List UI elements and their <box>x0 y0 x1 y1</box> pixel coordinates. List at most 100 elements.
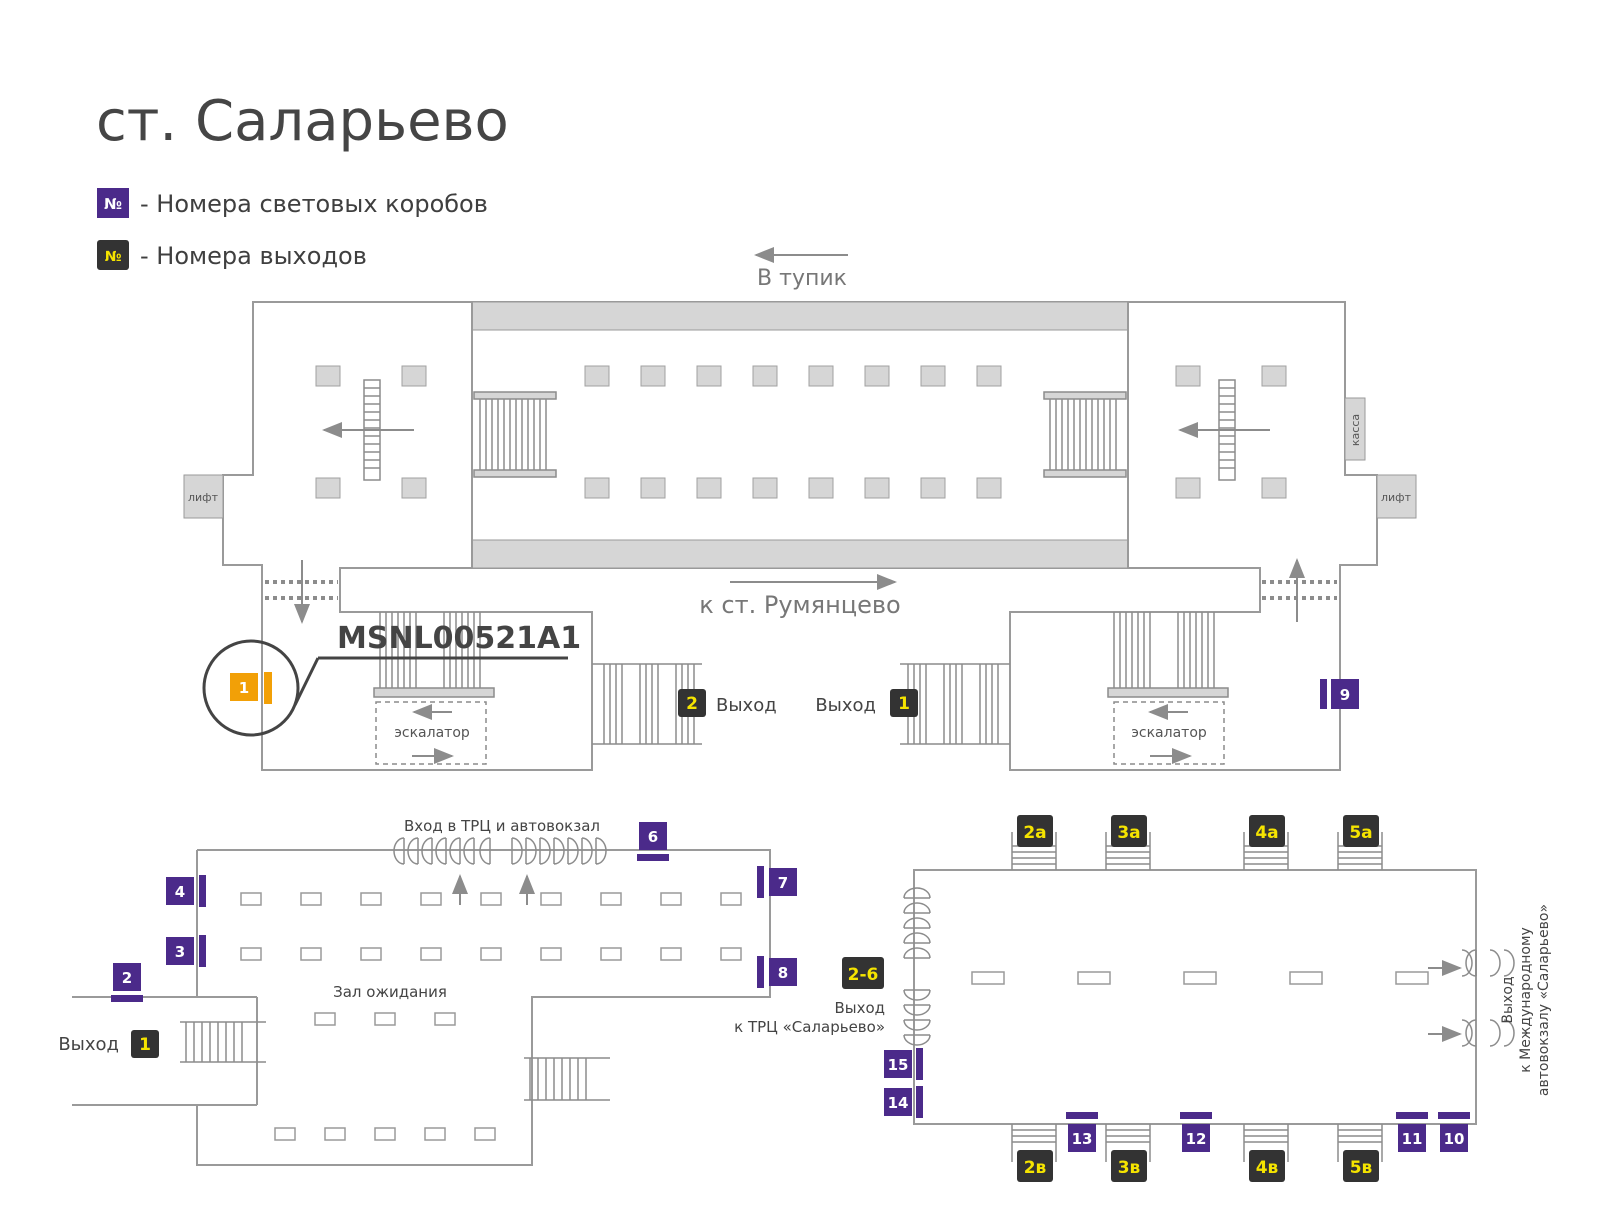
lightbox-6-number: 6 <box>648 828 658 846</box>
lightbox-15 <box>884 1050 912 1078</box>
doors-entrance <box>393 837 607 865</box>
exit-2v <box>1017 1150 1053 1182</box>
lightbox-14 <box>884 1088 912 1116</box>
exit-badge-1 <box>890 689 918 717</box>
lightbox-3-number: 3 <box>175 943 185 961</box>
lift-right <box>1376 474 1417 519</box>
exit-badge-2-number: 2 <box>686 694 698 714</box>
stairs-bottom <box>1011 1124 1383 1162</box>
lightbox-4 <box>166 877 194 905</box>
benches-right <box>971 971 1429 985</box>
lightbox-9-bar <box>1320 679 1327 709</box>
upper-hall: В тупик <box>183 247 1417 771</box>
exit-4a-number: 4а <box>1255 823 1278 843</box>
lightbox-13-number: 13 <box>1072 1130 1093 1148</box>
highlight-leader <box>293 657 320 706</box>
highlight-box <box>230 673 258 701</box>
lightbox-11 <box>1398 1124 1426 1152</box>
escalator-right-label: эскалатор <box>1131 725 1207 741</box>
legend-exit-label: - Номера выходов <box>140 242 367 270</box>
lightbox-11-number: 11 <box>1402 1130 1423 1148</box>
platform-top <box>471 301 1129 331</box>
lift-right-label: лифт <box>1381 491 1412 504</box>
exit-bus-line3: автовокзалу «Саларьево» <box>1536 904 1552 1096</box>
escalator-block-right <box>1107 612 1229 765</box>
cashier <box>1344 397 1366 461</box>
lightbox-10 <box>1440 1124 1468 1152</box>
exit-1-label: Выход <box>815 695 876 716</box>
lightbox-9 <box>1331 679 1359 709</box>
lift-left <box>183 474 224 519</box>
exit-bus-line2: к Международному <box>1518 927 1534 1073</box>
escalator-left <box>473 391 557 478</box>
lower-exit-1-label: Выход <box>58 1034 119 1055</box>
exit-2a <box>1017 815 1053 847</box>
legend-exit-symbol: № <box>105 249 122 265</box>
exit-2-6 <box>842 957 884 989</box>
waiting-hall-label: Зал ожидания <box>333 983 447 1001</box>
escalator-right <box>1043 391 1127 478</box>
lightbox-7-number: 7 <box>778 874 788 892</box>
cashier-label: касса <box>1349 414 1362 446</box>
dead-end-label: В тупик <box>757 266 847 291</box>
lower-right-outline <box>913 869 1477 1125</box>
exit-5v <box>1343 1150 1379 1182</box>
page-title: ст. Саларьево <box>96 89 509 154</box>
exit-3a-number: 3а <box>1117 823 1140 843</box>
lightbox-12-number: 12 <box>1186 1130 1207 1148</box>
escalator-block-left <box>373 612 495 765</box>
highlight-number: 1 <box>239 679 249 697</box>
lightbox-2-number: 2 <box>122 969 132 987</box>
lightbox-14-number: 14 <box>888 1094 909 1112</box>
exit-3v <box>1111 1150 1147 1182</box>
exit-5v-number: 5в <box>1350 1158 1373 1178</box>
lightbox-12 <box>1182 1124 1210 1152</box>
to-station-label: к ст. Румянцево <box>699 591 900 619</box>
doors-trc <box>903 887 931 1046</box>
legend-exit-swatch <box>97 240 129 270</box>
exit-4v <box>1249 1150 1285 1182</box>
highlight-box-bar <box>264 672 272 704</box>
exit-trc-line1: Выход <box>834 999 885 1017</box>
exit-2-6-number: 2-6 <box>848 965 879 985</box>
lightbox-13 <box>1068 1124 1096 1152</box>
lower-right-hall: 2а 3а 4а 5а 2в 3в 4в 5в 2-6 Выход к <box>734 815 1552 1182</box>
lightbox-10-number: 10 <box>1444 1130 1465 1148</box>
lightbox-8 <box>769 958 797 986</box>
doors-bus <box>1461 949 1515 1047</box>
columns-central <box>315 365 1287 499</box>
lightbox-7 <box>769 868 797 896</box>
passage-right <box>1262 580 1337 600</box>
exit-5a <box>1343 815 1379 847</box>
lightbox-8-number: 8 <box>778 964 788 982</box>
stairs-lower-middle <box>524 1057 610 1101</box>
benches-left <box>240 892 742 1141</box>
stairs-top <box>1011 832 1383 870</box>
exit-3v-number: 3в <box>1118 1158 1141 1178</box>
stairs-lower-exit-1 <box>180 1021 266 1063</box>
lightbox-3 <box>166 937 194 965</box>
exit-4a <box>1249 815 1285 847</box>
exit-2-label: Выход <box>716 695 777 716</box>
legend: № - Номера световых коробов № - Номера в… <box>97 188 488 270</box>
lower-exit-1-number: 1 <box>139 1035 151 1055</box>
lift-left-label: лифт <box>188 491 219 504</box>
platform-bottom <box>471 539 1129 569</box>
lower-exit-1-badge <box>131 1030 159 1058</box>
exit-badge-1-number: 1 <box>898 694 910 714</box>
lightbox-15-number: 15 <box>888 1056 909 1074</box>
upper-hall-outline <box>222 301 1378 771</box>
legend-lightbox-symbol: № <box>104 195 122 213</box>
exit-trc-line2: к ТРЦ «Саларьево» <box>734 1018 885 1036</box>
highlight-circle <box>202 639 300 737</box>
lightbox-6 <box>639 822 667 850</box>
exit-4v-number: 4в <box>1256 1158 1279 1178</box>
legend-lightbox-label: - Номера световых коробов <box>140 190 488 218</box>
exit-2a-number: 2а <box>1023 823 1046 843</box>
highlight-code: MSNL00521A1 <box>337 621 581 656</box>
lightbox-4-number: 4 <box>175 883 185 901</box>
legend-lightbox-swatch <box>97 188 129 218</box>
exit-5a-number: 5а <box>1349 823 1372 843</box>
lightbox-9-number: 9 <box>1340 686 1350 704</box>
